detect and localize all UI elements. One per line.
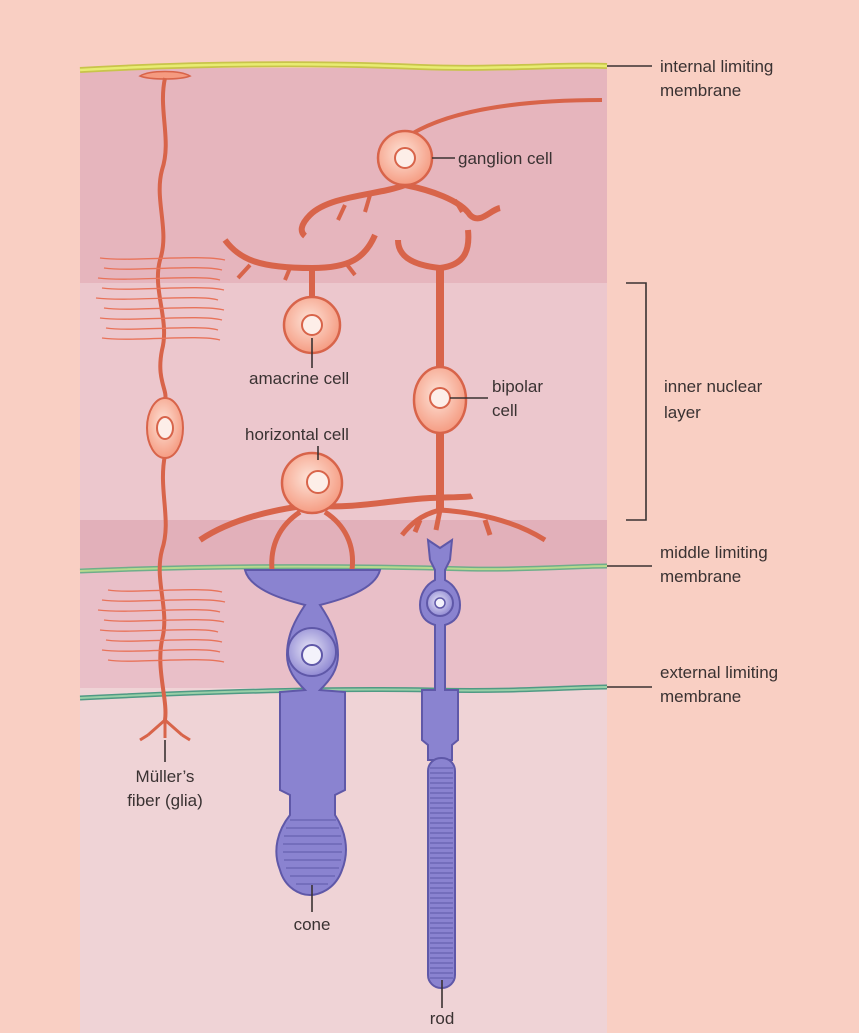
rod-label: rod [430, 1009, 455, 1028]
amacrine-cell-label: amacrine cell [249, 369, 349, 388]
ganglion-cell-label: ganglion cell [458, 149, 553, 168]
cone-label: cone [294, 915, 331, 934]
horizontal-cell-label: horizontal cell [245, 425, 349, 444]
